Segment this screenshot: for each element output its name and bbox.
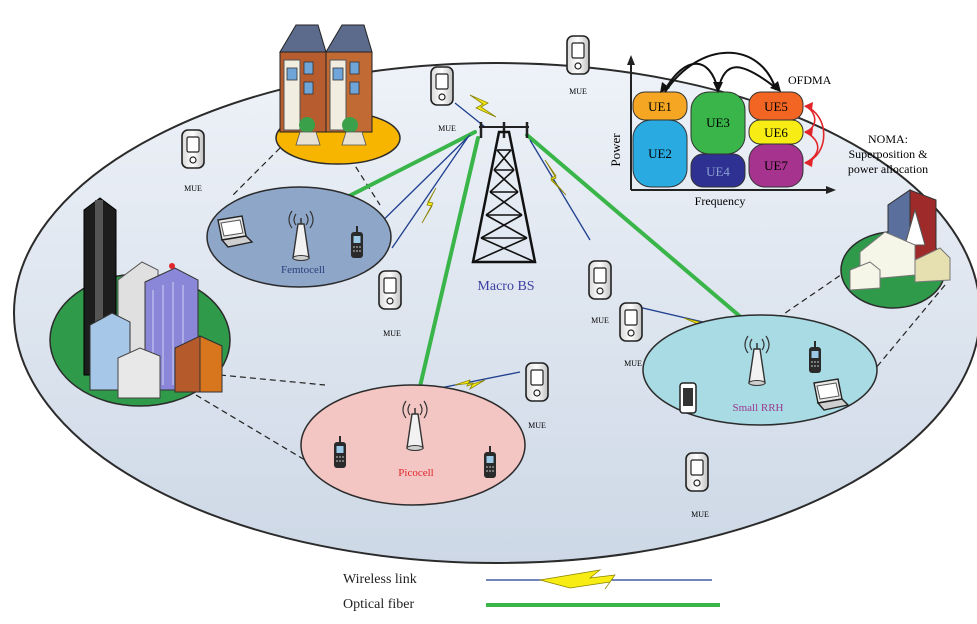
small-rrh-cell: Small RRH bbox=[642, 314, 878, 426]
ue6-label: UE6 bbox=[764, 125, 788, 140]
legend: Wireless link Optical fiber bbox=[343, 569, 720, 612]
noma-superposition-label: Superposition & bbox=[848, 147, 928, 161]
ofdma-label: OFDMA bbox=[788, 73, 832, 87]
svg-text:MUE: MUE bbox=[691, 510, 709, 519]
ue4-label: UE4 bbox=[706, 164, 730, 179]
femtocell-label: Femtocell bbox=[281, 264, 325, 276]
svg-text:MUE: MUE bbox=[624, 359, 642, 368]
ue5-label: UE5 bbox=[764, 99, 788, 114]
svg-text:MUE: MUE bbox=[383, 329, 401, 338]
mue-devices: MUE MUE MUE MUE MUE MUE MUE MUE bbox=[181, 35, 709, 519]
picocell: Picocell bbox=[300, 384, 526, 506]
mue-device: MUE bbox=[525, 362, 549, 430]
macro-cell-area bbox=[13, 62, 977, 564]
svg-text:MUE: MUE bbox=[569, 87, 587, 96]
mue-device: MUE bbox=[685, 452, 709, 519]
macro-bs-tower: Macro BS bbox=[471, 122, 537, 294]
svg-text:MUE: MUE bbox=[591, 316, 609, 325]
noma-power-allocation-label: power allocation bbox=[848, 162, 928, 176]
femtocell: Femtocell bbox=[206, 186, 392, 288]
mue-device: MUE bbox=[181, 129, 205, 193]
dashed-interconnects bbox=[195, 147, 946, 464]
noma-label: NOMA: bbox=[868, 132, 908, 146]
church-building bbox=[840, 189, 951, 309]
ue1-label: UE1 bbox=[648, 99, 672, 114]
ue3-label: UE3 bbox=[706, 115, 730, 130]
houses-building bbox=[275, 24, 401, 165]
wireless-link-swatch-bolt bbox=[539, 569, 616, 590]
optical-fiber-label: Optical fiber bbox=[343, 597, 414, 612]
macro-bs-label: Macro BS bbox=[477, 279, 534, 294]
power-axis-label: Power bbox=[608, 133, 623, 167]
mue-device: MUE bbox=[378, 270, 402, 338]
svg-text:MUE: MUE bbox=[528, 421, 546, 430]
ue2-label: UE2 bbox=[648, 146, 672, 161]
ue7-label: UE7 bbox=[764, 158, 788, 173]
mue-device: MUE bbox=[588, 260, 612, 325]
wireless-link-label: Wireless link bbox=[343, 572, 417, 587]
mue-device: MUE bbox=[566, 35, 590, 96]
picocell-label: Picocell bbox=[398, 467, 433, 479]
ofdma-arrows bbox=[664, 51, 777, 93]
small-rrh-label: Small RRH bbox=[732, 402, 783, 414]
svg-text:MUE: MUE bbox=[438, 124, 456, 133]
ofdma-noma-inset: Power Frequency UE1 UE2 UE3 UE4 UE5 UE6 … bbox=[608, 51, 928, 208]
city-buildings bbox=[49, 197, 231, 407]
mue-device: MUE bbox=[619, 302, 643, 368]
svg-text:MUE: MUE bbox=[184, 184, 202, 193]
mue-device: MUE bbox=[430, 66, 456, 133]
frequency-axis-label: Frequency bbox=[695, 194, 746, 208]
